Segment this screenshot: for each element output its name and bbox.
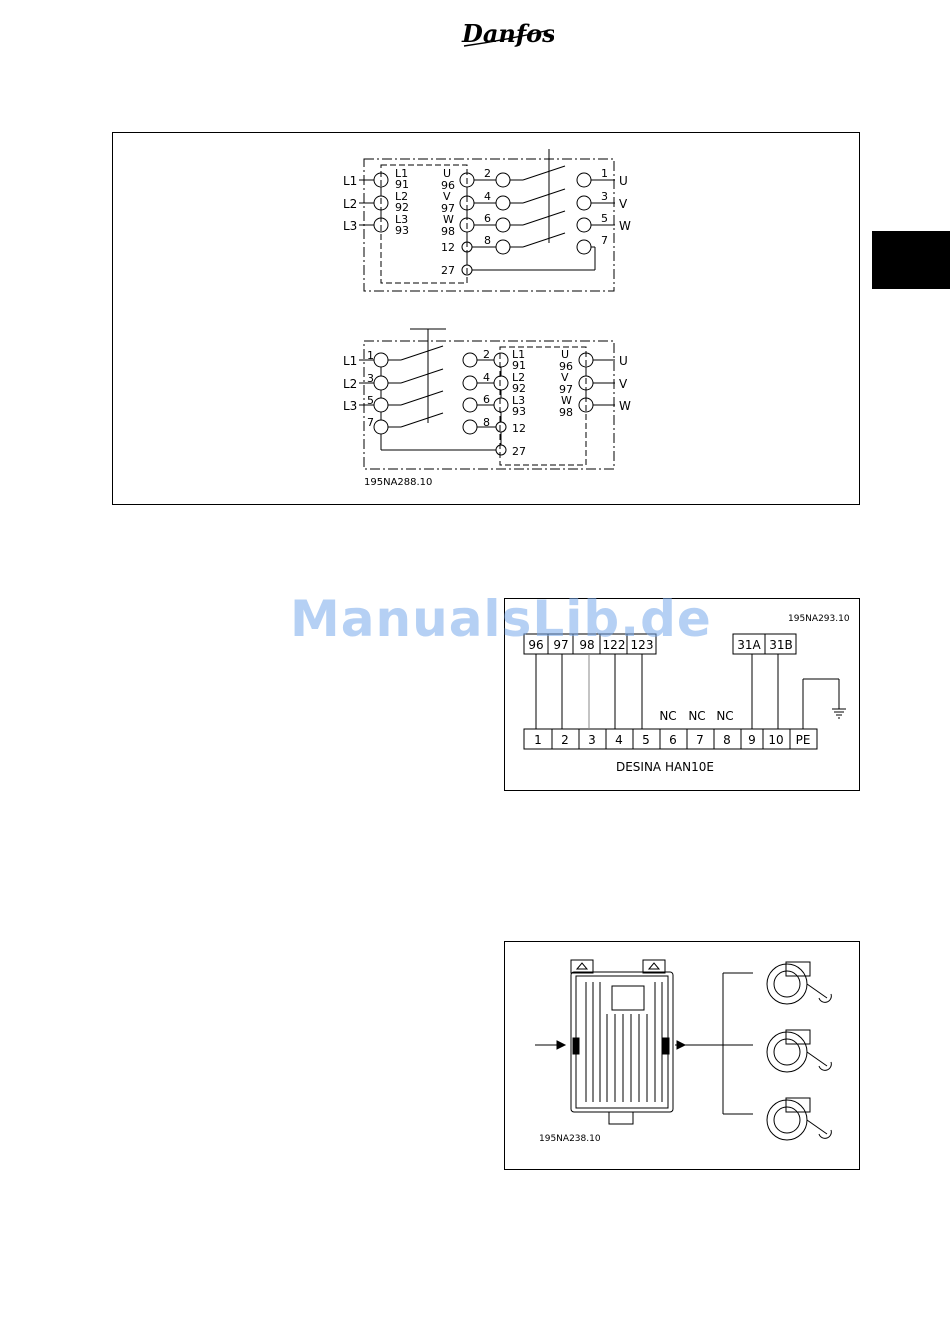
svg-text:27: 27 [512, 445, 526, 458]
line-label: L2 [343, 197, 357, 211]
logo-text: Danfoss [461, 19, 554, 48]
multi-motor-diagram: 195NA238.10 [505, 942, 859, 1169]
svg-text:98: 98 [559, 406, 573, 419]
svg-text:3: 3 [367, 372, 374, 385]
bottom-diagram-labels: L1 L2 L3 1 3 5 7 2 4 6 8 L1 91 L2 92 L3 … [343, 348, 631, 488]
svg-text:7: 7 [696, 733, 704, 747]
figure-ref: 195NA293.10 [788, 614, 850, 624]
top-diagram-labels: L1 L2 L3 L1 91 L2 92 L3 93 U 96 V 97 W 9… [343, 167, 631, 277]
svg-text:L2: L2 [343, 377, 357, 391]
svg-text:93: 93 [395, 224, 409, 237]
svg-text:5: 5 [642, 733, 650, 747]
figure-ref: 195NA238.10 [539, 1134, 601, 1144]
connector-caption: DESINA HAN10E [616, 760, 714, 774]
motor-icon [767, 962, 831, 1004]
svg-text:1: 1 [534, 733, 542, 747]
svg-text:4: 4 [484, 190, 491, 203]
motor-label: V [619, 197, 628, 211]
svg-text:2: 2 [483, 348, 490, 361]
svg-text:12: 12 [512, 422, 526, 435]
svg-text:1: 1 [367, 349, 374, 362]
drive-unit-icon [571, 960, 673, 1124]
svg-text:4: 4 [483, 371, 490, 384]
line-label: L3 [343, 219, 357, 233]
svg-text:U: U [619, 354, 628, 368]
svg-text:12: 12 [441, 241, 455, 254]
danfoss-logo: Danfoss [458, 18, 554, 52]
svg-text:4: 4 [615, 733, 623, 747]
chapter-tab [872, 231, 950, 289]
svg-text:2: 2 [561, 733, 569, 747]
svg-text:L3: L3 [343, 399, 357, 413]
svg-text:3: 3 [601, 190, 608, 203]
svg-text:6: 6 [484, 212, 491, 225]
svg-text:NC: NC [688, 709, 705, 723]
svg-text:8: 8 [723, 733, 731, 747]
figure-ref: 195NA288.10 [364, 477, 432, 488]
svg-text:7: 7 [601, 234, 608, 247]
motor-icon [767, 1030, 831, 1072]
svg-text:6: 6 [669, 733, 677, 747]
motor-icon [767, 1098, 831, 1140]
svg-text:27: 27 [441, 264, 455, 277]
figure-multi-motor: 195NA238.10 [504, 941, 860, 1170]
svg-text:NC: NC [659, 709, 676, 723]
svg-text:V: V [619, 377, 628, 391]
svg-text:1: 1 [601, 167, 608, 180]
svg-text:31B: 31B [769, 638, 793, 652]
svg-text:8: 8 [484, 234, 491, 247]
svg-text:5: 5 [601, 212, 608, 225]
motor-label: U [619, 174, 628, 188]
svg-text:NC: NC [716, 709, 733, 723]
svg-text:98: 98 [441, 225, 455, 238]
svg-text:L1: L1 [343, 354, 357, 368]
svg-text:6: 6 [483, 393, 490, 406]
svg-text:PE: PE [796, 733, 811, 747]
svg-text:3: 3 [588, 733, 596, 747]
svg-text:93: 93 [512, 405, 526, 418]
svg-text:W: W [619, 399, 631, 413]
svg-text:7: 7 [367, 416, 374, 429]
svg-text:31A: 31A [737, 638, 761, 652]
svg-text:10: 10 [768, 733, 783, 747]
svg-text:2: 2 [484, 167, 491, 180]
svg-text:9: 9 [748, 733, 756, 747]
bypass-wiring-diagram: L1 L2 L3 L1 91 L2 92 L3 93 U 96 V 97 W 9… [113, 133, 859, 504]
svg-text:8: 8 [483, 416, 490, 429]
figure-bypass-wiring: L1 L2 L3 L1 91 L2 92 L3 93 U 96 V 97 W 9… [112, 132, 860, 505]
motor-label: W [619, 219, 631, 233]
line-label: L1 [343, 174, 357, 188]
svg-text:5: 5 [367, 394, 374, 407]
watermark: ManualsLib.de [290, 590, 712, 648]
